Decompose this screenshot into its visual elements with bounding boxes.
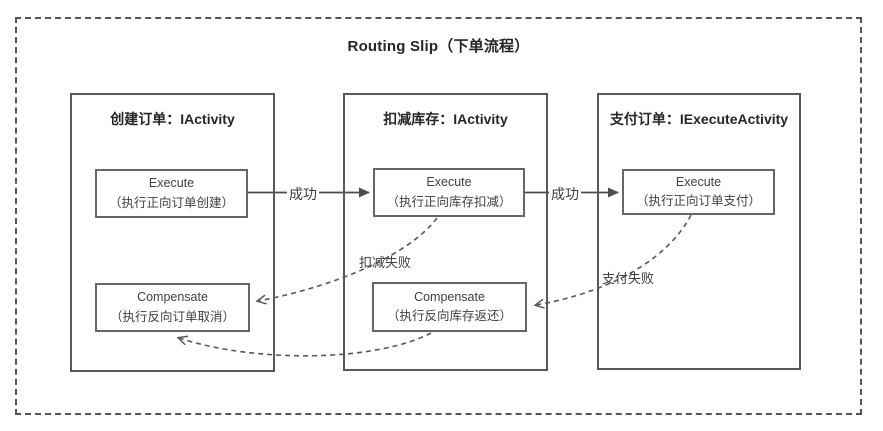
lane-pay-order: 支付订单：IExecuteActivity — [597, 93, 801, 370]
success-label-2: 成功 — [549, 184, 581, 204]
node-name: Execute — [675, 174, 722, 189]
node-desc: （执行反向库存返还） — [386, 309, 512, 323]
compensate-node-deduct-inventory: Compensate （执行反向库存返还） — [372, 282, 527, 332]
compensate-node-create-order: Compensate （执行反向订单取消） — [95, 283, 250, 332]
execute-node-pay-order: Execute （执行正向订单支付） — [622, 169, 775, 215]
node-desc: （执行正向库存扣减） — [386, 194, 512, 209]
success-label-1: 成功 — [287, 184, 319, 204]
execute-node-deduct-inventory: Execute （执行正向库存扣减） — [373, 168, 525, 217]
lane-pay-order-title: 支付订单：IExecuteActivity — [609, 111, 789, 127]
lane-create-order-title: 创建订单：IActivity — [110, 111, 235, 127]
execute-node-create-order: Execute （执行正向订单创建） — [95, 169, 248, 218]
diagram-title: Routing Slip（下单流程） — [347, 38, 530, 55]
node-desc: （执行反向订单取消） — [109, 309, 235, 324]
node-name: Execute — [426, 175, 472, 190]
routing-slip-dashed-border — [15, 17, 862, 415]
node-name: Execute — [148, 176, 195, 191]
node-desc: （执行正向订单支付） — [635, 194, 761, 208]
node-name: Compensate — [414, 289, 485, 304]
node-name: Compensate — [137, 290, 208, 305]
lane-deduct-inventory-title: 扣减库存：IActivity — [383, 111, 508, 127]
node-desc: （执行正向订单创建） — [108, 195, 234, 210]
pay-fail-label: 支付失败 — [602, 271, 655, 286]
deduct-fail-label: 扣减失败 — [359, 255, 412, 270]
